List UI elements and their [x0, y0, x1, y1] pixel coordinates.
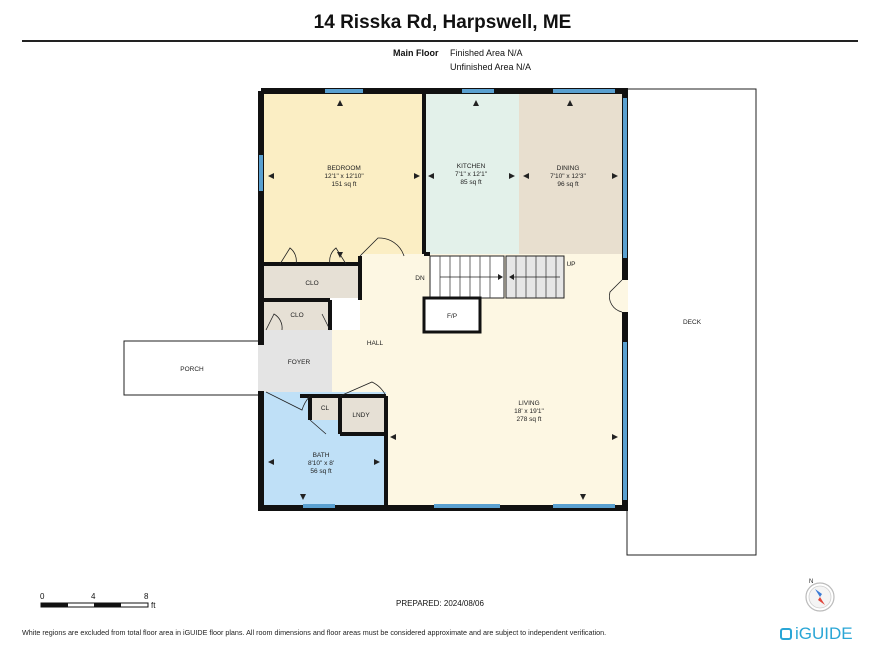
stairs-down-label: DN: [415, 275, 425, 282]
bath-dims: 8'10" x 8': [308, 460, 334, 467]
kitchen-fill: [424, 94, 519, 254]
dimension-arrows: [268, 100, 618, 500]
cl-fill: [310, 396, 340, 420]
foyer-label: FOYER: [288, 359, 311, 366]
floor-name: Main Floor: [393, 48, 439, 58]
stairs-up-label: UP: [566, 261, 575, 268]
compass-icon: N: [805, 579, 835, 612]
fireplace-label: F/P: [447, 313, 457, 320]
living-area: 278 sq ft: [517, 416, 542, 423]
doors: [265, 237, 623, 435]
laundry-label: LNDY: [352, 412, 370, 419]
bedroom-area: 151 sq ft: [332, 181, 357, 188]
windows: [259, 89, 627, 508]
disclaimer: White regions are excluded from total fl…: [22, 628, 607, 637]
stairs-down: [429, 255, 505, 299]
fireplace: [422, 296, 482, 334]
porch-area: [123, 340, 265, 396]
laundry-fill: [340, 396, 384, 432]
closet-1-label: CLO: [305, 280, 318, 287]
finished-area: Finished Area N/A: [450, 48, 523, 58]
bedroom-fill: [264, 94, 424, 264]
scale-tick-0: 0: [40, 592, 45, 601]
scale-bar: [40, 602, 149, 608]
prepared-date: PREPARED: 2024/08/06: [396, 599, 484, 608]
bath-area: 56 sq ft: [310, 468, 332, 475]
bedroom-dims: 12'1" x 12'10": [324, 173, 364, 180]
scale-unit: ft: [151, 601, 156, 610]
closet-1-fill: [264, 264, 360, 298]
closet-2-label: CLO: [290, 312, 303, 319]
unfinished-area: Unfinished Area N/A: [450, 62, 532, 72]
iguide-logo-icon: [780, 628, 792, 640]
iguide-logo: iGUIDE: [780, 624, 853, 644]
interior-walls: [264, 91, 430, 505]
living-dims: 18' x 19'1": [514, 408, 544, 415]
page-title: 14 Risska Rd, Harpswell, ME: [313, 12, 572, 33]
deck-door-gap: [620, 280, 628, 312]
deck-label: DECK: [683, 319, 702, 326]
stairs-up: [505, 255, 565, 299]
bedroom-label: BEDROOM: [327, 165, 361, 172]
living-hall-fill: [332, 254, 622, 505]
dining-label: DINING: [557, 165, 580, 172]
scale-tick-8: 8: [144, 592, 149, 601]
cl-label: CL: [321, 405, 330, 412]
living-label: LIVING: [518, 400, 539, 407]
deck-area: [626, 88, 757, 556]
dining-dims: 7'10" x 12'3": [550, 173, 586, 180]
bath-label: BATH: [313, 452, 330, 459]
dining-area: 96 sq ft: [557, 181, 579, 188]
kitchen-dims: 7'1" x 12'1": [455, 171, 488, 178]
scale-tick-4: 4: [91, 592, 96, 601]
kitchen-area: 85 sq ft: [460, 179, 482, 186]
hall-label: HALL: [367, 340, 384, 347]
title-divider: [22, 40, 858, 42]
brand-name: iGUIDE: [795, 624, 853, 643]
kitchen-label: KITCHEN: [457, 163, 486, 170]
front-entry-gap: [258, 345, 266, 391]
dining-fill: [519, 94, 622, 254]
porch-label: PORCH: [180, 366, 204, 373]
compass-north: N: [809, 579, 813, 585]
foyer-fill: [264, 330, 332, 392]
